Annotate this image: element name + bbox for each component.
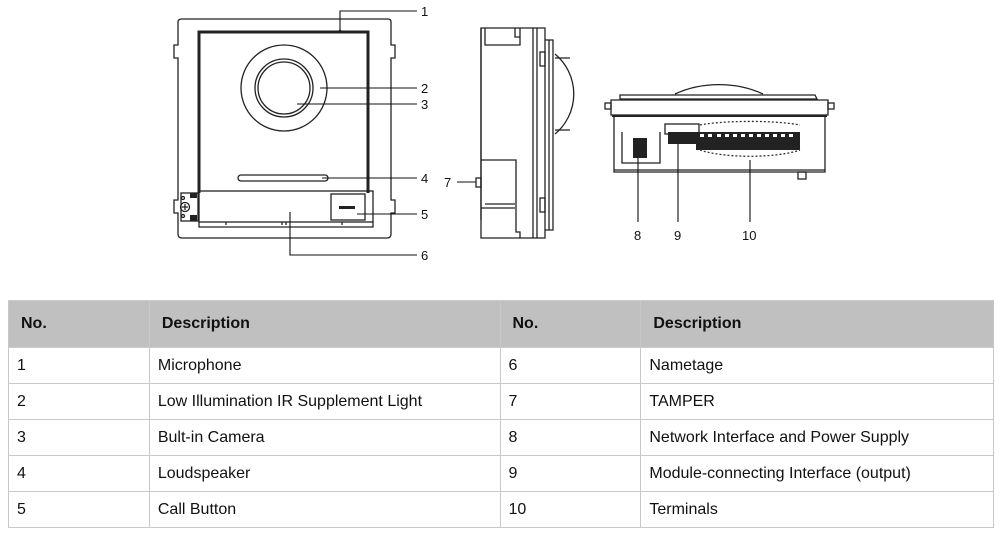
callout-6: 6	[421, 248, 428, 263]
table-header-row: No. Description No. Description	[8, 300, 994, 348]
camera-ring-outer	[254, 58, 314, 118]
cell-description: Bult-in Camera	[148, 419, 501, 456]
cell-no: 7	[499, 383, 642, 420]
cell-description: Nametage	[640, 347, 994, 384]
callout-5: 5	[421, 207, 428, 222]
cell-no: 6	[499, 347, 642, 384]
callout-4: 4	[421, 171, 428, 186]
cell-description: Loudspeaker	[148, 455, 501, 492]
call-button-mark	[339, 206, 355, 209]
table-row: 3 Bult-in Camera 8 Network Interface and…	[8, 419, 994, 456]
front-view	[173, 18, 396, 239]
header-description-right: Description	[640, 300, 994, 348]
cell-no: 3	[8, 419, 150, 456]
callout-1: 1	[421, 4, 428, 19]
header-no-right: No.	[499, 300, 642, 348]
table-row: 1 Microphone 6 Nametage	[8, 347, 994, 384]
callout-7: 7	[444, 175, 451, 190]
cell-description: Network Interface and Power Supply	[640, 419, 994, 456]
cell-description: TAMPER	[640, 383, 994, 420]
cell-no: 8	[499, 419, 642, 456]
side-view	[475, 27, 575, 239]
camera-ring-inner	[257, 61, 311, 115]
terminals-highlight	[699, 120, 801, 157]
table-row: 5 Call Button 10 Terminals	[8, 491, 994, 528]
cell-description: Terminals	[640, 491, 994, 528]
tamper-switch	[475, 177, 482, 188]
front-outer-frame	[173, 18, 396, 239]
call-button	[330, 193, 366, 221]
network-power-connector	[633, 138, 647, 158]
table-row: 4 Loudspeaker 9 Module-connecting Interf…	[8, 455, 994, 492]
cell-no: 5	[8, 491, 150, 528]
module-interface-connector	[668, 132, 696, 144]
header-no-left: No.	[8, 300, 150, 348]
callout-10: 10	[742, 228, 756, 243]
parts-table: No. Description No. Description 1 Microp…	[8, 300, 994, 528]
cell-description: Call Button	[148, 491, 501, 528]
cell-no: 4	[8, 455, 150, 492]
bottom-leaders	[637, 144, 751, 222]
front-leaders	[289, 10, 417, 256]
header-description-left: Description	[148, 300, 501, 348]
callout-9: 9	[674, 228, 681, 243]
cell-no: 2	[8, 383, 150, 420]
bottom-view	[604, 84, 835, 180]
callout-8: 8	[634, 228, 641, 243]
cell-no: 10	[499, 491, 642, 528]
callout-3: 3	[421, 97, 428, 112]
table-row: 2 Low Illumination IR Supplement Light 7…	[8, 383, 994, 420]
cell-description: Microphone	[148, 347, 501, 384]
callout-2: 2	[421, 81, 428, 96]
front-panel	[197, 30, 370, 193]
device-diagram: 1 2 3 4 5 6 7	[173, 4, 835, 263]
cell-no: 9	[499, 455, 642, 492]
screw-icon	[179, 201, 191, 213]
cell-description: Module-connecting Interface (output)	[640, 455, 994, 492]
cell-description: Low Illumination IR Supplement Light	[148, 383, 501, 420]
cell-no: 1	[8, 347, 150, 384]
ir-light-ring	[240, 44, 328, 132]
loudspeaker-slot	[237, 174, 329, 182]
